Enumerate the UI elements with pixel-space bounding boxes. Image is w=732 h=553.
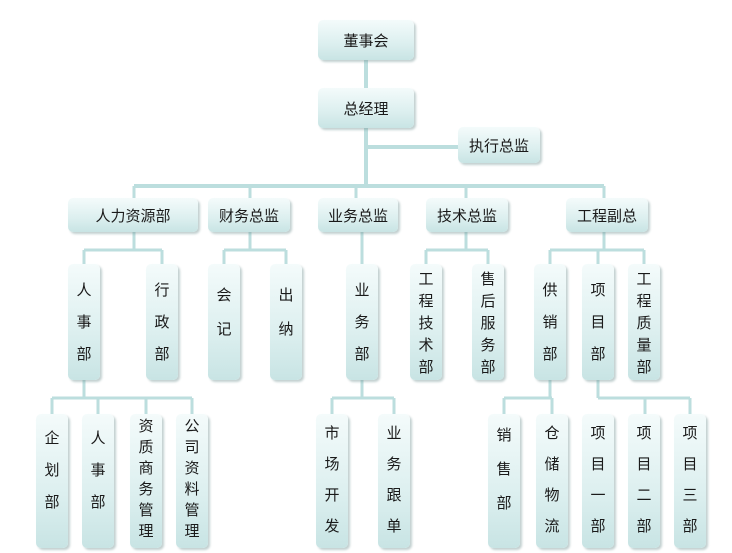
node-followup[interactable]: 业 务 跟 单 [378,414,410,548]
node-eng-supply-label: 供 销 部 [542,281,558,363]
node-hr-dept-label: 人力资源部 [95,206,171,225]
node-engineering-vp[interactable]: 工程副总 [566,198,648,232]
node-fin-accounting-label: 会 记 [216,286,232,338]
node-board-label: 董事会 [343,31,389,50]
node-tech-director-label: 技术总监 [436,206,497,225]
node-qualification[interactable]: 资 质 商 务 管 理 [130,414,162,548]
node-tech-service[interactable]: 售 后 服 务 部 [472,264,504,380]
node-biz-dept-label: 业 务 部 [354,281,370,363]
node-sales-label: 销 售 部 [496,426,512,512]
node-board[interactable]: 董事会 [318,20,414,60]
node-eng-supply[interactable]: 供 销 部 [534,264,566,380]
node-market-dev-label: 市 场 开 发 [324,424,340,535]
node-project-1[interactable]: 项 目 一 部 [582,414,614,548]
node-followup-label: 业 务 跟 单 [386,424,402,535]
node-eng-quality-label: 工 程 质 量 部 [636,270,652,376]
node-planning[interactable]: 企 划 部 [36,414,68,548]
node-sales[interactable]: 销 售 部 [488,414,520,548]
node-biz-dept[interactable]: 业 务 部 [346,264,378,380]
node-hr-personnel-label: 人 事 部 [76,281,92,363]
node-fin-accounting[interactable]: 会 记 [208,264,240,380]
node-planning-label: 企 划 部 [44,429,60,511]
node-project-3-label: 项 目 三 部 [682,424,698,535]
node-fin-cashier-label: 出 纳 [278,286,294,338]
node-project-2[interactable]: 项 目 二 部 [628,414,660,548]
node-hr-admin-label: 行 政 部 [154,281,170,363]
node-fin-cashier[interactable]: 出 纳 [270,264,302,380]
node-general-manager-label: 总经理 [343,99,389,118]
node-warehouse-label: 仓 储 物 流 [544,424,560,535]
node-eng-project-label: 项 目 部 [590,281,606,363]
node-tech-engineering-label: 工 程 技 术 部 [418,270,434,376]
node-eng-quality[interactable]: 工 程 质 量 部 [628,264,660,380]
node-warehouse[interactable]: 仓 储 物 流 [536,414,568,548]
node-finance-director-label: 财务总监 [218,206,279,225]
node-hr-personnel[interactable]: 人 事 部 [68,264,100,380]
node-business-director[interactable]: 业务总监 [318,198,398,232]
node-qualification-label: 资 质 商 务 管 理 [138,417,154,540]
node-project-2-label: 项 目 二 部 [636,424,652,535]
node-executive-director-label: 执行总监 [468,136,529,155]
node-engineering-vp-label: 工程副总 [576,206,637,225]
node-general-manager[interactable]: 总经理 [318,88,414,128]
node-finance-director[interactable]: 财务总监 [208,198,290,232]
node-business-director-label: 业务总监 [327,206,388,225]
node-tech-engineering[interactable]: 工 程 技 术 部 [410,264,442,380]
node-executive-director[interactable]: 执行总监 [458,127,540,163]
node-market-dev[interactable]: 市 场 开 发 [316,414,348,548]
node-tech-service-label: 售 后 服 务 部 [480,270,496,376]
node-personnel-l3-label: 人 事 部 [90,429,106,511]
node-project-3[interactable]: 项 目 三 部 [674,414,706,548]
node-hr-admin[interactable]: 行 政 部 [146,264,178,380]
node-hr-dept[interactable]: 人力资源部 [68,198,198,232]
node-tech-director[interactable]: 技术总监 [426,198,508,232]
node-personnel-l3[interactable]: 人 事 部 [82,414,114,548]
node-company-docs[interactable]: 公 司 资 料 管 理 [176,414,208,548]
node-company-docs-label: 公 司 资 料 管 理 [184,417,200,540]
node-eng-project[interactable]: 项 目 部 [582,264,614,380]
node-project-1-label: 项 目 一 部 [590,424,606,535]
